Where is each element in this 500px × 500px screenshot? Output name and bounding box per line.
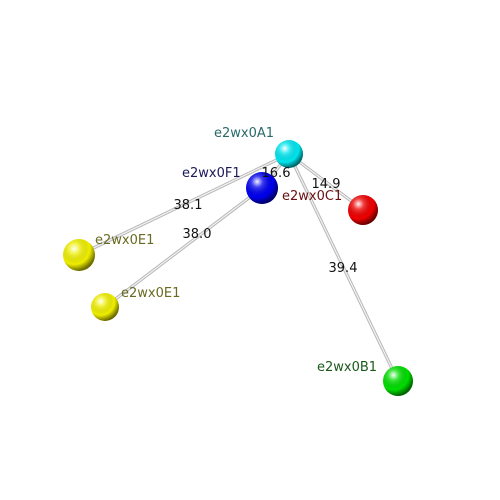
atom-sphere[interactable] bbox=[91, 293, 119, 321]
sphere-shading bbox=[91, 293, 119, 321]
distance-label: 14.9 bbox=[312, 177, 341, 192]
distance-label: 39.4 bbox=[329, 261, 358, 276]
sphere-shading bbox=[348, 195, 378, 225]
sphere-shading bbox=[63, 239, 95, 271]
nodes-layer bbox=[63, 140, 413, 396]
distance-label: 38.1 bbox=[174, 198, 203, 213]
sphere-shading bbox=[275, 140, 303, 168]
atom-sphere[interactable] bbox=[348, 195, 378, 225]
atom-sphere[interactable] bbox=[383, 366, 413, 396]
atom-label: e2wx0C1 bbox=[282, 189, 342, 204]
distance-edge bbox=[288, 152, 364, 212]
sphere-shading bbox=[246, 172, 278, 204]
labels-layer: 16.6 14.9 38.1 38.0 39.4 e2wx0A1 e2wx0F1 e2wx0C… bbox=[95, 126, 377, 375]
atom-label: e2wx0E1 bbox=[95, 233, 154, 248]
distance-label: 38.0 bbox=[183, 227, 212, 242]
atom-sphere[interactable] bbox=[275, 140, 303, 168]
atom-sphere[interactable] bbox=[246, 172, 278, 204]
distance-edge bbox=[78, 152, 290, 257]
distance-edge bbox=[104, 186, 263, 309]
edges-layer bbox=[78, 152, 400, 382]
atom-label: e2wx0E1 bbox=[121, 286, 180, 301]
atom-label: e2wx0F1 bbox=[182, 166, 241, 181]
atom-label: e2wx0B1 bbox=[317, 360, 377, 375]
atom-label: e2wx0A1 bbox=[214, 126, 274, 141]
sphere-shading bbox=[383, 366, 413, 396]
distance-edge bbox=[287, 153, 400, 382]
distance-label: 16.6 bbox=[262, 166, 291, 181]
atom-sphere[interactable] bbox=[63, 239, 95, 271]
